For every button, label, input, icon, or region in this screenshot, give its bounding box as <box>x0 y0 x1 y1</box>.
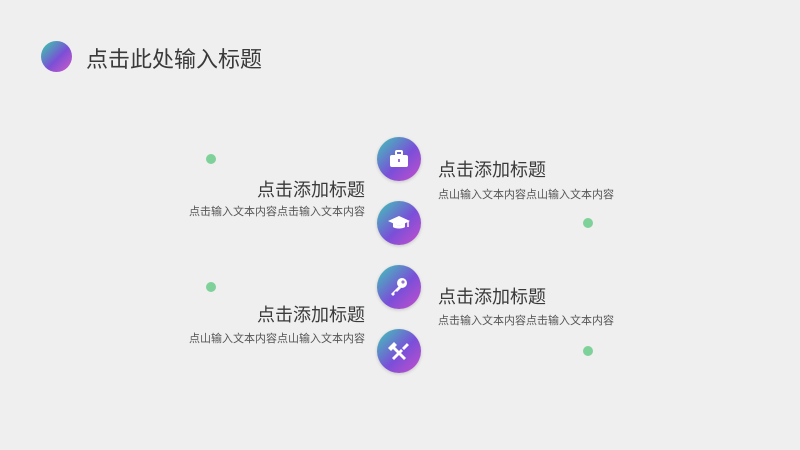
item-title-3[interactable]: 点击添加标题 <box>438 287 546 308</box>
connector-dot-4 <box>583 346 593 356</box>
connector-dot-1 <box>206 154 216 164</box>
item-title-1[interactable]: 点击添加标题 <box>438 160 546 181</box>
page-title[interactable]: 点击此处输入标题 <box>86 48 263 73</box>
item-title-4[interactable]: 点击添加标题 <box>257 305 365 326</box>
item-desc-4[interactable]: 点山输入文本内容点山输入文本内容 <box>189 332 365 345</box>
item-desc-1[interactable]: 点山输入文本内容点山输入文本内容 <box>438 188 614 201</box>
connector-dot-3 <box>206 282 216 292</box>
tools-icon[interactable] <box>377 329 421 373</box>
title-bullet-icon <box>41 41 72 72</box>
item-title-2[interactable]: 点击添加标题 <box>257 180 365 201</box>
item-desc-2[interactable]: 点击输入文本内容点击输入文本内容 <box>189 205 365 218</box>
connector-dot-2 <box>583 218 593 228</box>
graduation-cap-icon[interactable] <box>377 201 421 245</box>
key-icon[interactable] <box>377 265 421 309</box>
briefcase-icon[interactable] <box>377 137 421 181</box>
item-desc-3[interactable]: 点击输入文本内容点击输入文本内容 <box>438 314 614 327</box>
